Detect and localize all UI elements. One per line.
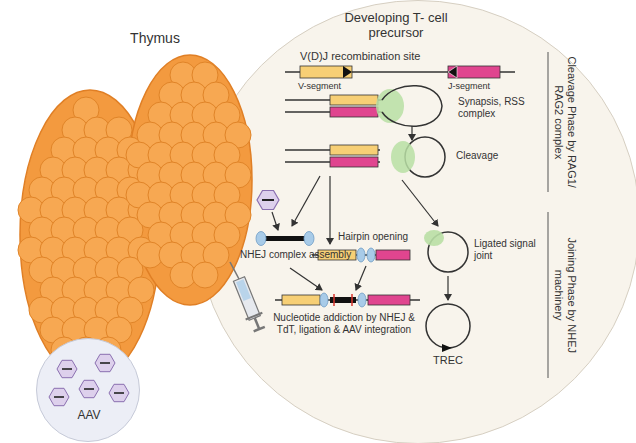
aav-particles: [37, 339, 141, 443]
phase-label: Joining Phase by NHEJ machinery: [552, 220, 578, 370]
aav-circle: AAV: [36, 338, 140, 442]
step-label: NHEJ complex assembly: [240, 249, 360, 261]
step-label: TREC: [423, 354, 473, 367]
step-label: Ligated signal joint: [474, 238, 544, 262]
step-label: Nucleotide addiction by NHEJ & TdT, liga…: [268, 312, 420, 336]
step-label: Hairpin opening: [338, 231, 418, 243]
segment-label: V-segment: [298, 81, 358, 92]
step-label: Synapsis, RSS complex: [458, 96, 538, 120]
aav-label: AAV: [37, 409, 141, 423]
organ-label: Thymus: [120, 30, 190, 47]
segment-label: J-segment: [448, 81, 508, 92]
phase-label: Cleavage Phase by RAG1/ RAG2 complex: [552, 52, 578, 192]
cell-title: Developing T- cell precursor: [336, 11, 456, 41]
step-label: Cleavage: [456, 150, 516, 162]
site-label: V(D)J recombination site: [300, 50, 470, 63]
